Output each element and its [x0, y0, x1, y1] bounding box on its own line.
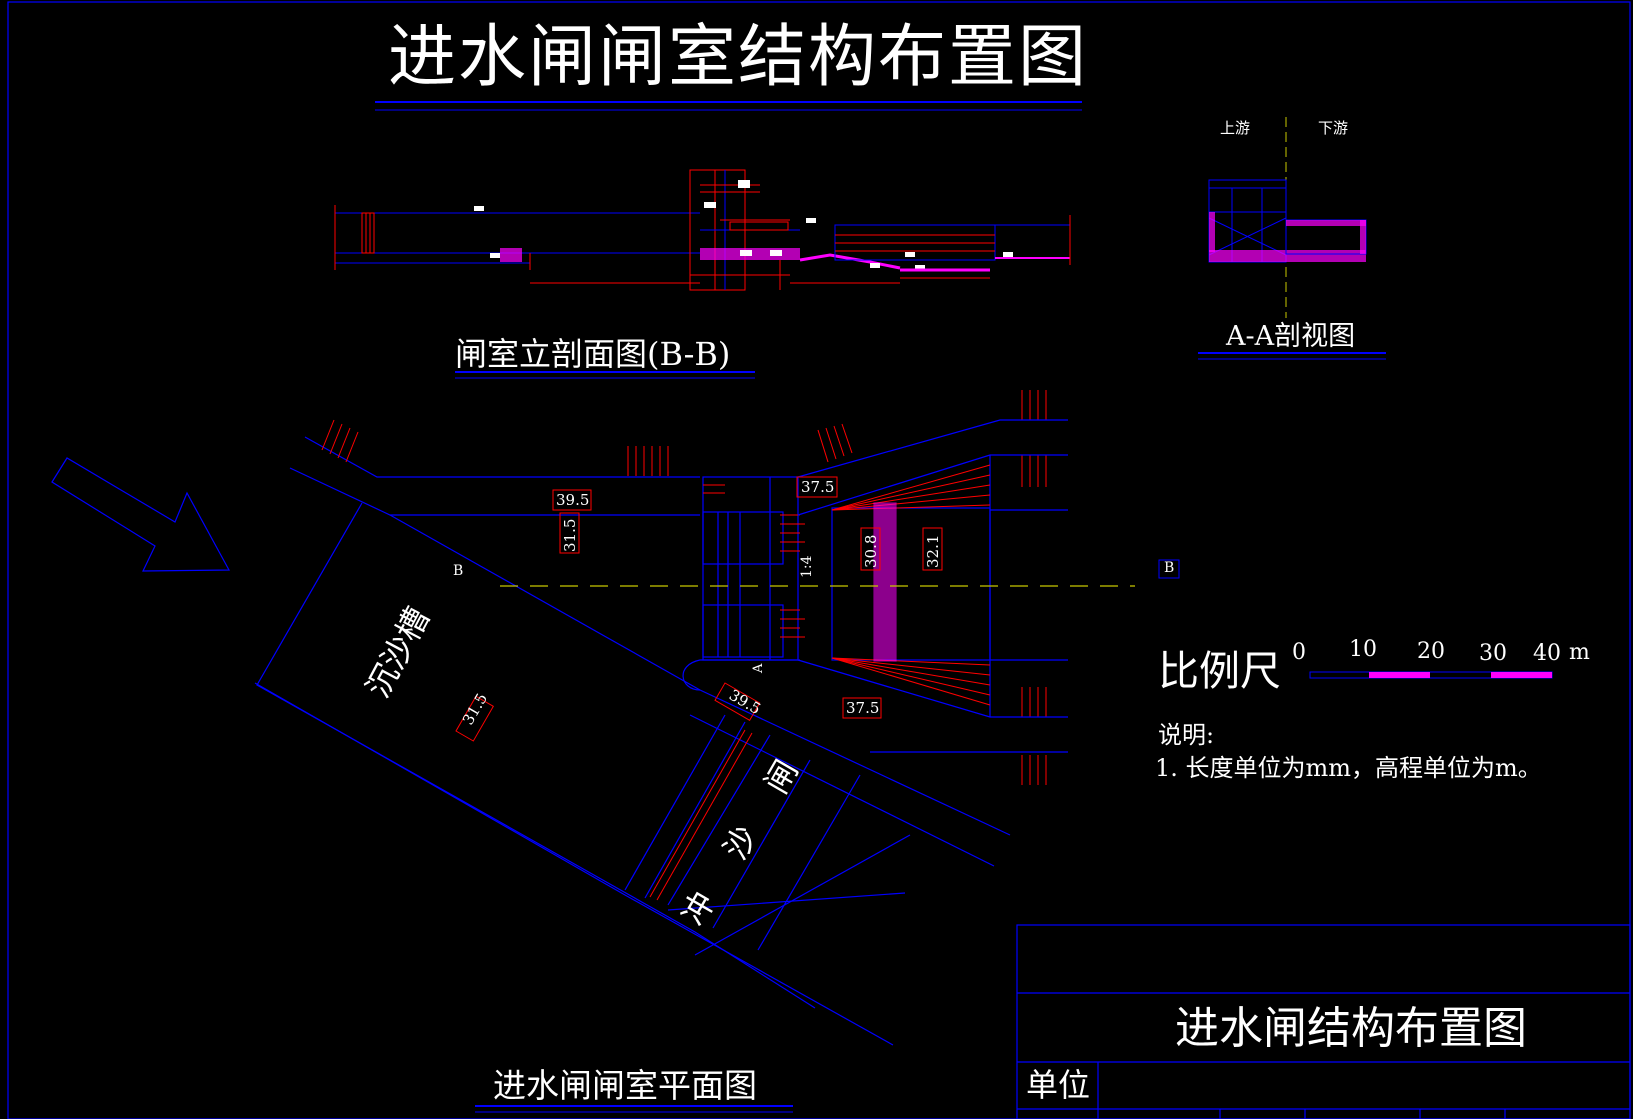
note-item-1: 1. 长度单位为mm，高程单位为m。 — [1155, 754, 1542, 782]
drawing-border — [7, 1, 1631, 1119]
section-mark-b-left: B — [453, 563, 463, 579]
upstream-label: 上游 — [1220, 119, 1250, 137]
scale-bar-label: 比例尺 — [1158, 647, 1281, 695]
slope-label: 1:4 — [799, 555, 815, 578]
title-block: 进水闸结构布置图 单位 — [1016, 924, 1631, 1119]
notes: 说明: 1. 长度单位为mm，高程单位为m。 — [1155, 721, 1542, 782]
elevation-view-title: 闸室立剖面图(B-B) — [455, 335, 730, 373]
scale-tick-30: 30 — [1479, 641, 1507, 666]
section-view-title: A-A剖视图 — [1225, 321, 1355, 352]
energy-dissipator — [873, 502, 897, 662]
elev-label-7: 37.5 — [846, 699, 879, 717]
elev-label-2: 31.5 — [561, 519, 579, 552]
elev-label-3: 37.5 — [801, 478, 834, 496]
elev-label-4: 30.8 — [862, 535, 880, 568]
scale-bar: 比例尺 0 10 20 30 40 m — [1158, 637, 1590, 695]
notes-heading: 说明: — [1158, 721, 1214, 749]
downstream-label: 下游 — [1318, 119, 1348, 137]
flow-arrow-icon — [51, 457, 231, 572]
unit-label: 单位 — [1026, 1066, 1090, 1104]
scale-tick-10: 10 — [1349, 637, 1377, 662]
section-mark-a: A — [751, 663, 766, 674]
scale-tick-0: 0 — [1292, 640, 1306, 665]
scale-unit: m — [1569, 640, 1590, 665]
main-title-group: 进水闸闸室结构布置图 — [375, 18, 1088, 111]
elev-label-1: 39.5 — [556, 491, 589, 509]
section-mark-b-right: B — [1164, 560, 1174, 576]
scale-tick-40: 40 — [1533, 641, 1561, 666]
section-view: 上游 下游 A-A剖视图 — [1198, 117, 1386, 360]
drawing-name: 进水闸结构布置图 — [1175, 1003, 1527, 1054]
plan-view-title: 进水闸闸室平面图 — [493, 1066, 757, 1105]
elevation-view: 闸室立剖面图(B-B) — [334, 169, 1071, 379]
elev-label-5: 32.1 — [924, 535, 942, 568]
main-title: 进水闸闸室结构布置图 — [388, 18, 1088, 97]
scale-tick-20: 20 — [1417, 639, 1445, 664]
